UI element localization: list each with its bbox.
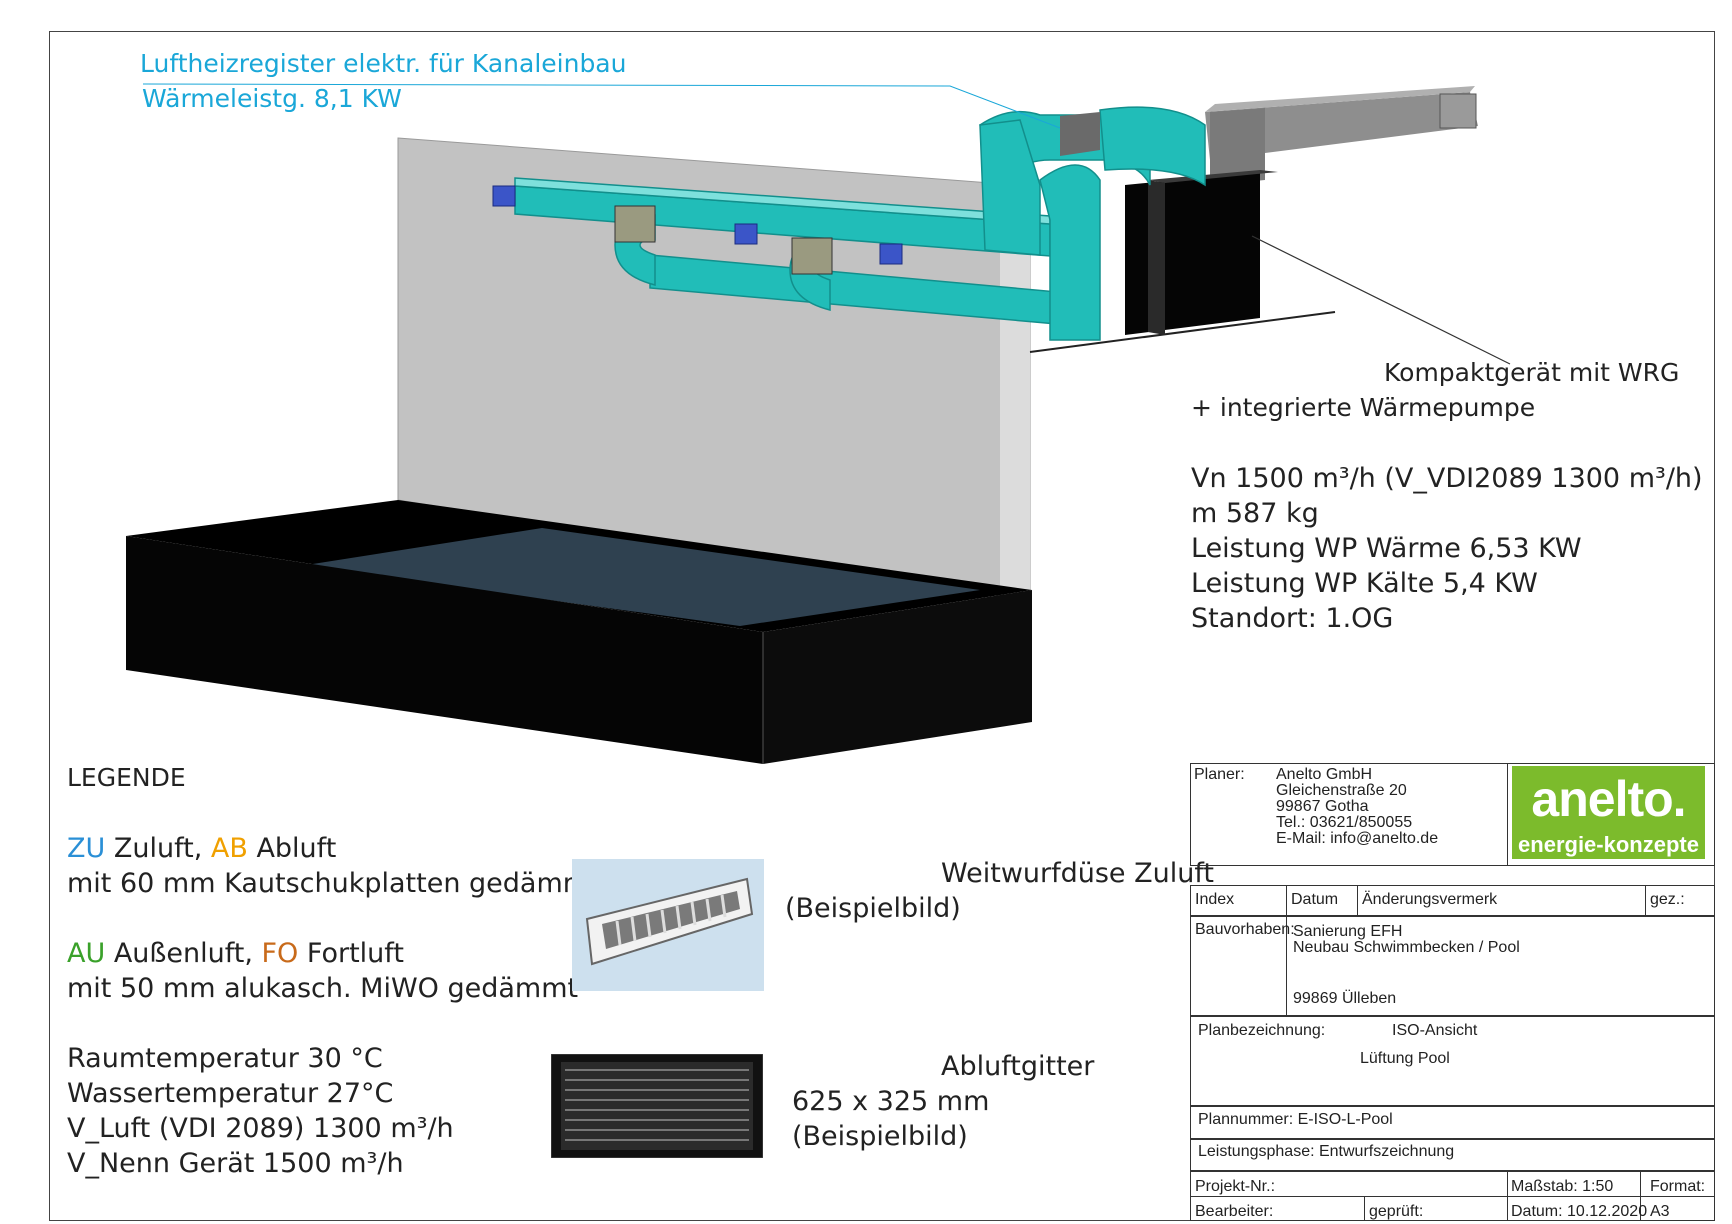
- tb-divider: [1640, 1171, 1641, 1221]
- tb-planer-line: E-Mail: info@anelto.de: [1276, 830, 1439, 847]
- legend-zu-ab: ZU Zuluft, AB Abluft: [67, 833, 336, 864]
- logo-main-text: anelto.: [1531, 771, 1686, 827]
- tb-bearbeiter-label: Bearbeiter:: [1195, 1203, 1274, 1220]
- grille-size: 625 x 325 mm: [792, 1086, 990, 1117]
- tb-gez-label: gez.:: [1650, 891, 1685, 908]
- tb-index-label: Index: [1195, 891, 1235, 908]
- tb-bauvorhaben-label: Bauvorhaben:: [1195, 921, 1295, 938]
- legend-condition: Wassertemperatur 27°C: [67, 1078, 394, 1109]
- legend-zu-text: Zuluft,: [105, 833, 211, 864]
- legend-zu-abbr: ZU: [67, 833, 106, 864]
- tb-planbez-line2: Lüftung Pool: [1360, 1050, 1450, 1067]
- nozzle-title: Weitwurfdüse Zuluft: [941, 858, 1214, 889]
- tb-projekt-label: Projekt-Nr.:: [1195, 1178, 1276, 1195]
- tb-divider: [1364, 1196, 1365, 1221]
- logo-sub-text: energie-konzepte: [1518, 832, 1699, 857]
- tb-bauvorhaben-place: 99869 Ülleben: [1293, 990, 1397, 1007]
- legend-condition: Raumtemperatur 30 °C: [67, 1043, 383, 1074]
- nozzle-note: (Beispielbild): [785, 893, 961, 924]
- legend-zu-ab-note: mit 60 mm Kautschukplatten gedämmt: [67, 868, 600, 899]
- pool-front-right: [763, 590, 1032, 764]
- tb-plannummer-row: [1190, 1106, 1715, 1139]
- device-leader: [1251, 235, 1511, 365]
- tb-bauvorhaben-line2: Neubau Schwimmbecken / Pool: [1293, 939, 1520, 956]
- heater-leader: [142, 83, 1061, 129]
- tb-divider: [1190, 1196, 1715, 1197]
- legend-au-text: Außenluft,: [105, 938, 262, 969]
- tb-planbez-line1: ISO-Ansicht: [1392, 1022, 1478, 1039]
- legend-condition: V_Luft (VDI 2089) 1300 m³/h: [67, 1113, 454, 1144]
- tb-leistungsphase: Leistungsphase: Entwurfszeichnung: [1198, 1143, 1455, 1160]
- tb-index-row: [1190, 885, 1715, 916]
- grille-example-image: [551, 1054, 763, 1158]
- drawing-frame: [49, 31, 1715, 1221]
- legend-condition: V_Nenn Gerät 1500 m³/h: [67, 1148, 404, 1179]
- legend-au-fo: AU Außenluft, FO Fortluft: [67, 938, 404, 969]
- heater-label-line1: Luftheizregister elektr. für Kanaleinbau: [140, 49, 627, 78]
- device-spec: Leistung WP Wärme 6,53 KW: [1191, 533, 1582, 564]
- legend-au-abbr: AU: [67, 938, 106, 969]
- pool-water: [300, 528, 980, 626]
- tb-divider: [1507, 1171, 1508, 1221]
- anelto-logo: anelto. energie-konzepte: [1512, 766, 1705, 859]
- tb-logo-cell: [1507, 763, 1715, 866]
- tb-leistungsphase-row: [1190, 1139, 1715, 1171]
- tb-divider: [1286, 916, 1287, 1016]
- tb-planer-label: Planer:: [1194, 766, 1245, 783]
- grille-note: (Beispielbild): [792, 1121, 968, 1152]
- device-spec: Leistung WP Kälte 5,4 KW: [1191, 568, 1538, 599]
- tb-aenderung-label: Änderungsvermerk: [1362, 891, 1498, 908]
- compact-device: [1125, 172, 1260, 335]
- device-spec: Standort: 1.OG: [1191, 603, 1394, 634]
- tb-divider: [1286, 885, 1287, 916]
- nozzle-example-image: [572, 859, 764, 991]
- grille-title: Abluftgitter: [941, 1051, 1095, 1082]
- device-label-line2: + integrierte Wärmepumpe: [1191, 393, 1536, 422]
- tb-planer-line: 99867 Gotha: [1276, 798, 1369, 815]
- outdoor-duct: [1205, 92, 1478, 160]
- tb-massstab: Maßstab: 1:50: [1511, 1178, 1614, 1195]
- legend-fo-text: Fortluft: [298, 938, 404, 969]
- tb-datum-label: Datum: [1291, 891, 1339, 908]
- heater-register: [1060, 112, 1100, 156]
- heater-label-line2: Wärmeleistg. 8,1 KW: [142, 84, 402, 113]
- tb-divider: [1645, 885, 1646, 916]
- tb-geprueft-label: geprüft:: [1369, 1203, 1424, 1220]
- pool-front-left: [126, 536, 763, 764]
- tb-plannummer: Plannummer: E-ISO-L-Pool: [1198, 1111, 1393, 1128]
- device-spec: Vn 1500 m³/h (V_VDI2089 1300 m³/h): [1191, 463, 1703, 494]
- tb-datum-value: Datum: 10.12.2020: [1511, 1203, 1648, 1220]
- outdoor-duct-grille: [1439, 93, 1477, 129]
- tb-planer-line: Anelto GmbH: [1276, 766, 1373, 783]
- legend-fo-abbr: FO: [261, 938, 299, 969]
- legend-au-fo-note: mit 50 mm alukasch. MiWO gedämmt: [67, 973, 579, 1004]
- legend-title: LEGENDE: [67, 763, 186, 792]
- legend-ab-text: Abluft: [247, 833, 337, 864]
- tb-planbez-row: [1190, 1016, 1715, 1106]
- grey-duct-down: [1210, 108, 1265, 185]
- device-label-line1: Kompaktgerät mit WRG: [1384, 358, 1680, 387]
- tb-planbez-label: Planbezeichnung:: [1198, 1022, 1326, 1039]
- tb-planer-line: Gleichenstraße 20: [1276, 782, 1407, 799]
- legend-ab-abbr: AB: [210, 833, 248, 864]
- tb-divider: [1357, 885, 1358, 916]
- supply-nozzles: [492, 185, 903, 265]
- tb-planer-line: Tel.: 03621/850055: [1276, 814, 1413, 831]
- tb-format-value: A3: [1650, 1203, 1670, 1220]
- tb-format-label: Format:: [1650, 1178, 1706, 1195]
- tb-bauvorhaben-line1: Sanierung EFH: [1293, 923, 1403, 940]
- tb-bauvorhaben-row: [1190, 916, 1715, 1016]
- floor-line: [1029, 311, 1336, 353]
- duct-network: [514, 106, 1206, 341]
- exhaust-grilles: [614, 205, 833, 275]
- device-spec: m 587 kg: [1191, 498, 1319, 529]
